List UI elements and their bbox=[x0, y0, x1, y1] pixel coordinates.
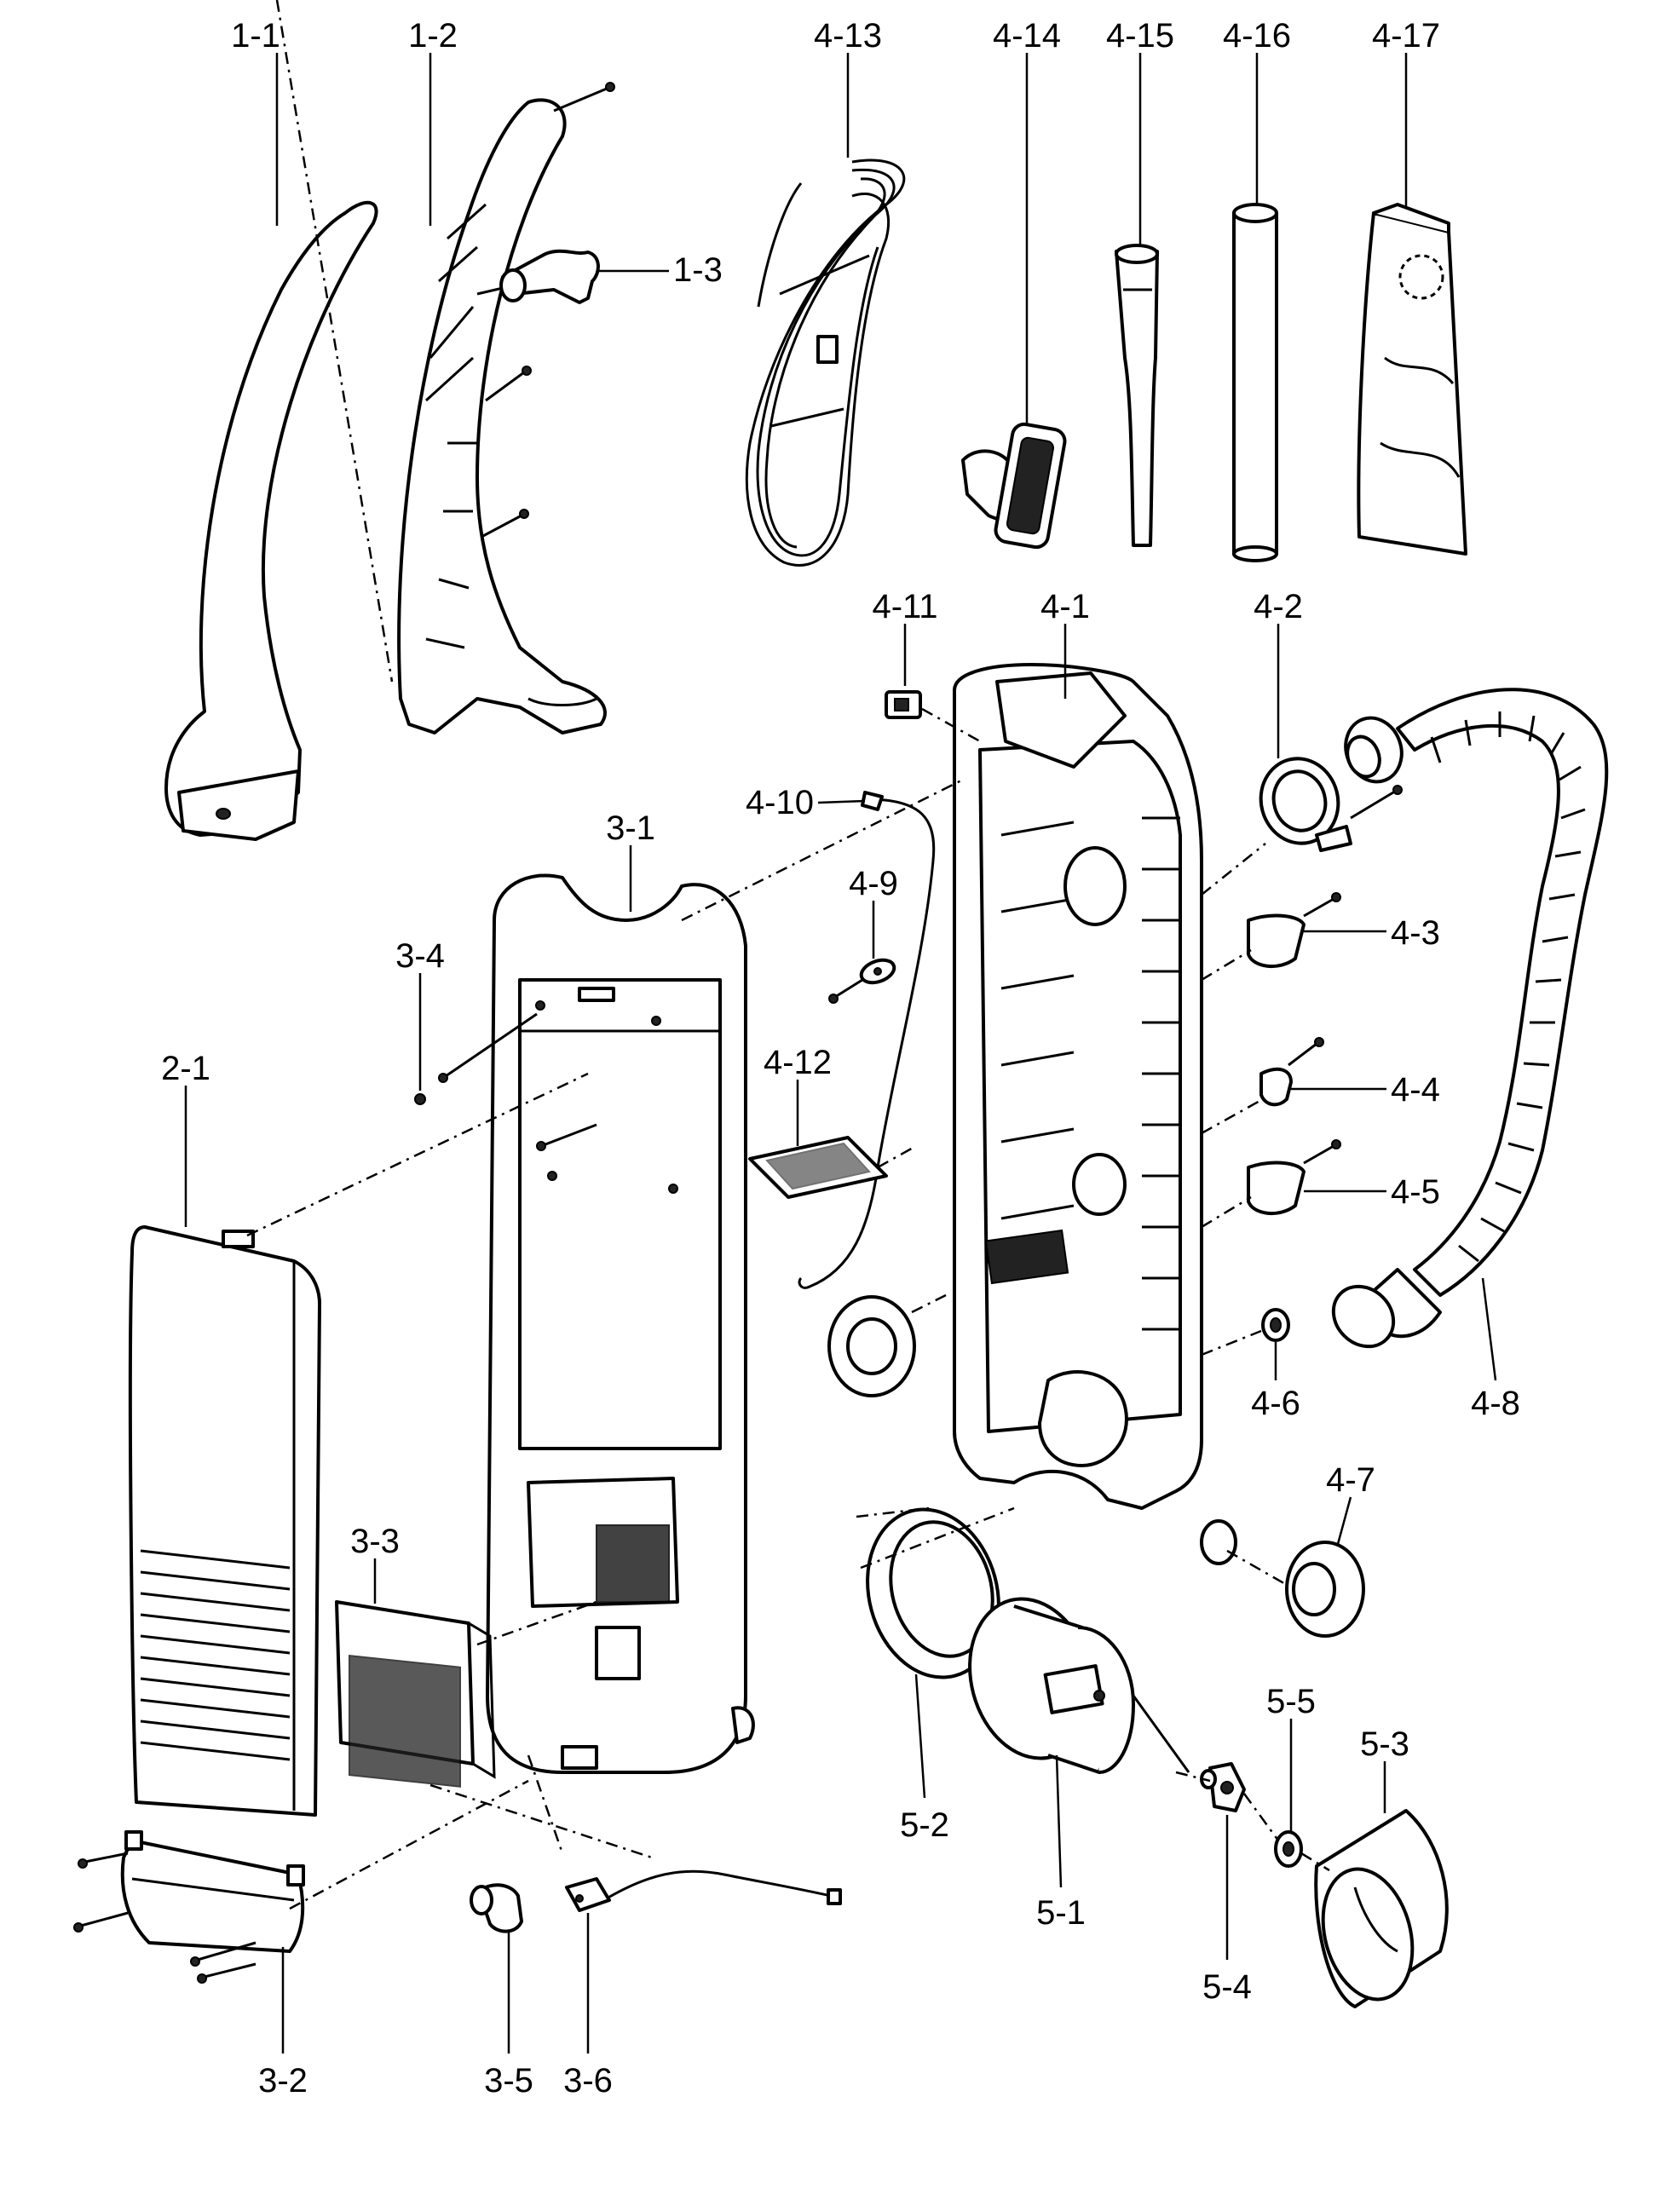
part-4-5-tool-clip bbox=[1247, 1139, 1341, 1216]
label-5-2: 5-2 bbox=[900, 1806, 949, 1844]
part-5-2-motor-gasket bbox=[866, 1507, 1000, 1679]
label-3-1: 3-1 bbox=[606, 809, 655, 847]
screws-3-4 bbox=[414, 1012, 597, 1151]
label-4-15: 4-15 bbox=[1106, 17, 1174, 55]
label-3-3: 3-3 bbox=[350, 1523, 400, 1560]
part-3-2-bottom-cover bbox=[73, 1830, 305, 1984]
part-4-9-cord-grommet bbox=[828, 958, 896, 1004]
screw bbox=[481, 82, 615, 539]
label-4-5: 4-5 bbox=[1391, 1173, 1440, 1211]
part-1-2-handle-frame bbox=[397, 98, 607, 734]
label-5-3: 5-3 bbox=[1360, 1725, 1409, 1763]
label-1-2: 1-2 bbox=[408, 17, 458, 55]
part-4-2-hose-connector bbox=[1259, 757, 1403, 852]
label-4-7: 4-7 bbox=[1326, 1461, 1375, 1499]
label-4-2: 4-2 bbox=[1254, 588, 1303, 625]
part-4-3-hose-clip bbox=[1247, 892, 1341, 969]
part-4-14-upholstery-brush bbox=[961, 422, 1067, 550]
part-4-7-wheel bbox=[1285, 1541, 1365, 1638]
part-2-1-front-cover bbox=[128, 1225, 321, 1817]
label-4-12: 4-12 bbox=[764, 1044, 832, 1081]
label-4-4: 4-4 bbox=[1391, 1071, 1440, 1109]
label-4-6: 4-6 bbox=[1251, 1385, 1300, 1422]
part-4-13-power-cord bbox=[745, 158, 906, 567]
label-4-17: 4-17 bbox=[1372, 17, 1440, 55]
label-4-1: 4-1 bbox=[1040, 588, 1090, 625]
label-3-4: 3-4 bbox=[395, 937, 445, 975]
label-4-9: 4-9 bbox=[849, 865, 898, 902]
label-4-8: 4-8 bbox=[1471, 1385, 1520, 1422]
label-5-5: 5-5 bbox=[1266, 1683, 1316, 1720]
label-4-11: 4-11 bbox=[872, 588, 937, 625]
part-4-10-internal-wire bbox=[798, 791, 936, 1289]
label-5-4: 5-4 bbox=[1202, 1968, 1252, 2006]
part-3-5-light-bulb bbox=[470, 1883, 523, 1933]
label-3-5: 3-5 bbox=[484, 2062, 533, 2100]
part-3-1-front-housing bbox=[486, 873, 755, 1774]
label-4-10: 4-10 bbox=[746, 784, 814, 821]
part-5-5-nut bbox=[1274, 1830, 1303, 1868]
part-4-11-switch bbox=[885, 690, 922, 719]
label-5-1: 5-1 bbox=[1036, 1894, 1086, 1932]
part-4-12-pre-filter bbox=[748, 1136, 888, 1199]
part-4-1-rear-housing bbox=[953, 663, 1237, 1565]
part-wheel-left bbox=[827, 1293, 947, 1397]
label-1-3: 1-3 bbox=[673, 251, 723, 289]
label-3-6: 3-6 bbox=[563, 2062, 613, 2100]
part-1-3-release-knob bbox=[476, 249, 600, 304]
label-4-13: 4-13 bbox=[814, 17, 882, 55]
label-4-14: 4-14 bbox=[993, 17, 1061, 55]
part-4-4-wand-clip bbox=[1259, 1037, 1324, 1107]
part-4-8-hose bbox=[1331, 688, 1609, 1349]
part-5-3-motor-cap bbox=[1314, 1809, 1449, 2008]
part-5-4-fan-bracket bbox=[1200, 1762, 1246, 1812]
part-5-1-motor bbox=[968, 1597, 1190, 1774]
part-4-17-dust-bag bbox=[1357, 203, 1467, 556]
part-4-16-extension-wand bbox=[1232, 203, 1278, 562]
part-4-15-crevice-tool bbox=[1115, 244, 1159, 547]
part-3-6-lamp-socket bbox=[565, 1869, 842, 1912]
label-1-1: 1-1 bbox=[231, 17, 280, 55]
part-1-1-handle-cover bbox=[164, 200, 378, 841]
label-3-2: 3-2 bbox=[258, 2062, 308, 2100]
label-2-1: 2-1 bbox=[161, 1050, 210, 1087]
label-4-16: 4-16 bbox=[1223, 17, 1291, 55]
label-4-3: 4-3 bbox=[1391, 914, 1440, 952]
part-3-3-exhaust-filter bbox=[335, 1600, 496, 1788]
part-4-6-bushing bbox=[1261, 1308, 1290, 1342]
